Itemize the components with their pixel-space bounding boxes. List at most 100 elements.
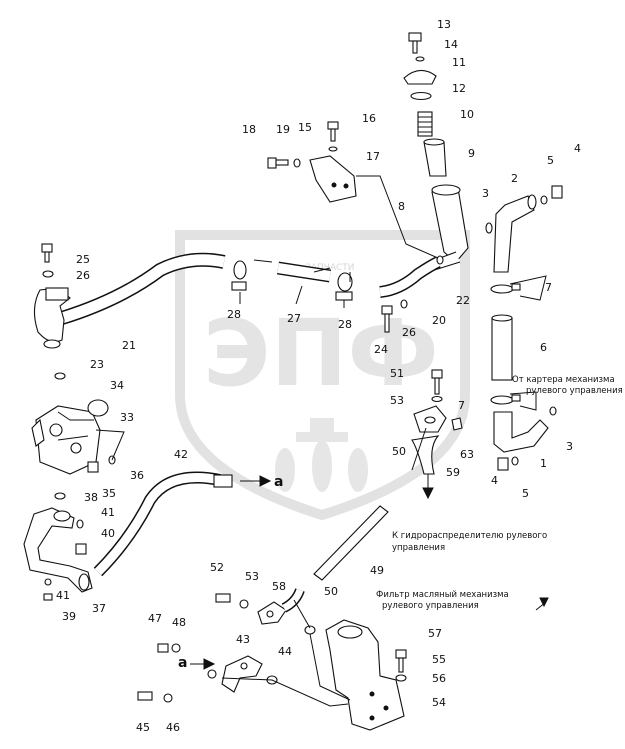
callout-14: 14 — [444, 38, 458, 51]
callout-3-bottom: 3 — [566, 440, 573, 453]
callout-53-upper: 53 — [390, 394, 404, 407]
callout-58: 58 — [272, 580, 286, 593]
hose-20 — [379, 257, 441, 297]
callout-6: 6 — [540, 341, 547, 354]
clamp-7-bottom — [490, 394, 521, 405]
callout-45: 45 — [136, 721, 150, 734]
callout-19: 19 — [276, 123, 290, 136]
callout-28-left: 28 — [227, 308, 241, 321]
callout-59: 59 — [446, 466, 460, 479]
flow-arrow-down — [422, 487, 434, 500]
callout-43: 43 — [236, 633, 250, 646]
callout-40: 40 — [101, 527, 115, 540]
washer-53-lower — [239, 599, 249, 609]
callout-labels: 1 2 3 3 4 4 5 5 6 7 7 8 9 10 11 12 13 14… — [56, 18, 581, 734]
tube-1 — [493, 411, 549, 453]
callout-7-bottom: 7 — [458, 399, 465, 412]
clamp-7-top — [490, 283, 521, 294]
washer-46 — [163, 693, 173, 703]
washer-26-right — [400, 299, 408, 309]
callout-41-lower: 41 — [56, 589, 70, 602]
callout-15: 15 — [298, 121, 312, 134]
bolt-16 — [327, 121, 339, 130]
washer-14 — [415, 56, 425, 62]
o-ring-48 — [171, 643, 181, 653]
callout-18: 18 — [242, 123, 256, 136]
callout-25: 25 — [76, 253, 90, 266]
callout-7-top: 7 — [545, 281, 552, 294]
o-ring-23 — [54, 372, 66, 380]
clamp-28-right — [335, 272, 353, 301]
callout-9: 9 — [468, 147, 475, 160]
callout-5-top: 5 — [547, 154, 554, 167]
watermark: ЭПФ ЗАПЧАСТИ — [175, 230, 470, 521]
bolt-45 — [137, 691, 153, 701]
callout-21: 21 — [122, 339, 136, 352]
tube-2 — [493, 195, 535, 273]
hose-21 — [60, 254, 226, 324]
svg-text:К гидрораспределителю рулевого: К гидрораспределителю рулевого — [392, 531, 547, 541]
callout-5-bottom: 5 — [522, 487, 529, 500]
callout-17: 17 — [366, 150, 380, 163]
callout-39: 39 — [62, 610, 76, 623]
bolt-4-bottom — [497, 457, 509, 471]
callout-34: 34 — [110, 379, 124, 392]
callout-57: 57 — [428, 627, 442, 640]
filler-neck-assembly — [403, 32, 469, 273]
callout-48: 48 — [172, 616, 186, 629]
washer-26-left — [42, 270, 54, 278]
plug-39 — [43, 593, 53, 601]
pressure-tube-37 — [23, 507, 93, 601]
hose-42 — [93, 471, 233, 577]
hose-27 — [277, 263, 331, 281]
svg-text:рулевого управления: рулевого управления — [526, 386, 623, 396]
clamp-28-left — [231, 260, 247, 291]
callout-26-left: 26 — [76, 269, 90, 282]
callout-11: 11 — [452, 56, 466, 69]
washer-5-bottom — [511, 456, 519, 466]
svg-text:рулевого управления: рулевого управления — [382, 601, 479, 611]
callout-46: 46 — [166, 721, 180, 734]
washer-5-top — [540, 195, 548, 205]
bolt-13 — [408, 32, 422, 42]
return-line-assembly — [485, 185, 563, 471]
callout-50-upper: 50 — [392, 445, 406, 458]
callout-50-lower: 50 — [324, 585, 338, 598]
callout-42: 42 — [174, 448, 188, 461]
o-ring-22 — [436, 255, 444, 265]
callout-27: 27 — [287, 312, 301, 325]
svg-text:Фильтр масляный механизма: Фильтр масляный механизма — [376, 590, 509, 600]
callout-28-right: 28 — [338, 318, 352, 331]
washer-17 — [328, 146, 338, 152]
bolt-25 — [41, 243, 53, 253]
wheat-emblem — [275, 418, 368, 492]
callout-24: 24 — [374, 343, 388, 356]
callout-55: 55 — [432, 653, 446, 666]
strainer-10 — [417, 111, 433, 137]
o-ring-3-top — [485, 222, 493, 234]
callout-23: 23 — [90, 358, 104, 371]
callout-41-upper: 41 — [101, 506, 115, 519]
callout-10: 10 — [460, 108, 474, 121]
callout-13: 13 — [437, 18, 451, 31]
callout-33: 33 — [120, 411, 134, 424]
callout-3-top: 3 — [482, 187, 489, 200]
callout-8: 8 — [398, 200, 405, 213]
bolt-18 — [267, 157, 301, 169]
adapter-assembly — [137, 643, 278, 703]
note-to-steering-valve: К гидрораспределителю рулевого управлени… — [392, 531, 547, 553]
callout-16: 16 — [362, 112, 376, 125]
o-ring-34 — [87, 399, 109, 417]
filler-tube-9 — [423, 141, 447, 177]
hose-59 — [411, 435, 440, 475]
callout-49: 49 — [370, 564, 384, 577]
callout-52: 52 — [210, 561, 224, 574]
hose-49 — [313, 505, 389, 581]
washer-19 — [293, 158, 301, 168]
callout-38: 38 — [84, 491, 98, 504]
o-ring-3-bottom — [549, 406, 557, 416]
callout-63: 63 — [460, 448, 474, 461]
svg-text:От картера механизма: От картера механизма — [512, 375, 615, 385]
